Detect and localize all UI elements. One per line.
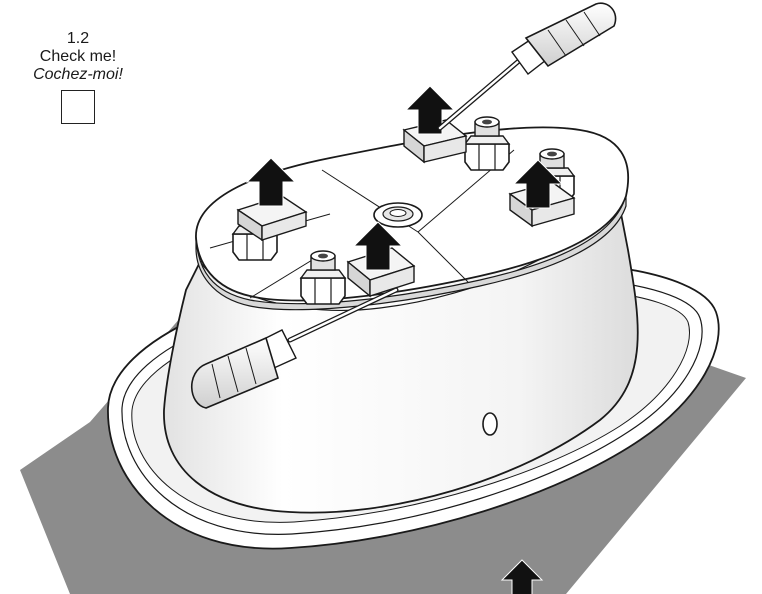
check-me-label: Check me! — [39, 47, 117, 65]
overflow-hole-icon — [482, 412, 498, 436]
check-me-checkbox[interactable] — [61, 89, 95, 124]
up-arrow-icon — [404, 85, 456, 135]
leveling-foot-icon — [299, 250, 347, 305]
step-label-block: 1.2 Check me! Cochez-moi! — [18, 30, 138, 124]
check-me-label-fr: Cochez-moi! — [33, 65, 123, 83]
shipping-block — [236, 195, 308, 242]
screwdriver-icon — [437, 2, 617, 131]
up-arrow-icon — [512, 159, 564, 209]
up-arrow-icon — [352, 221, 404, 271]
drain-icon — [373, 202, 423, 228]
leveling-foot-icon — [463, 116, 511, 171]
screwdriver-icon — [191, 287, 399, 409]
step-number: 1.2 — [66, 30, 90, 47]
up-arrow-icon — [245, 157, 297, 207]
up-arrow-icon — [500, 559, 544, 594]
